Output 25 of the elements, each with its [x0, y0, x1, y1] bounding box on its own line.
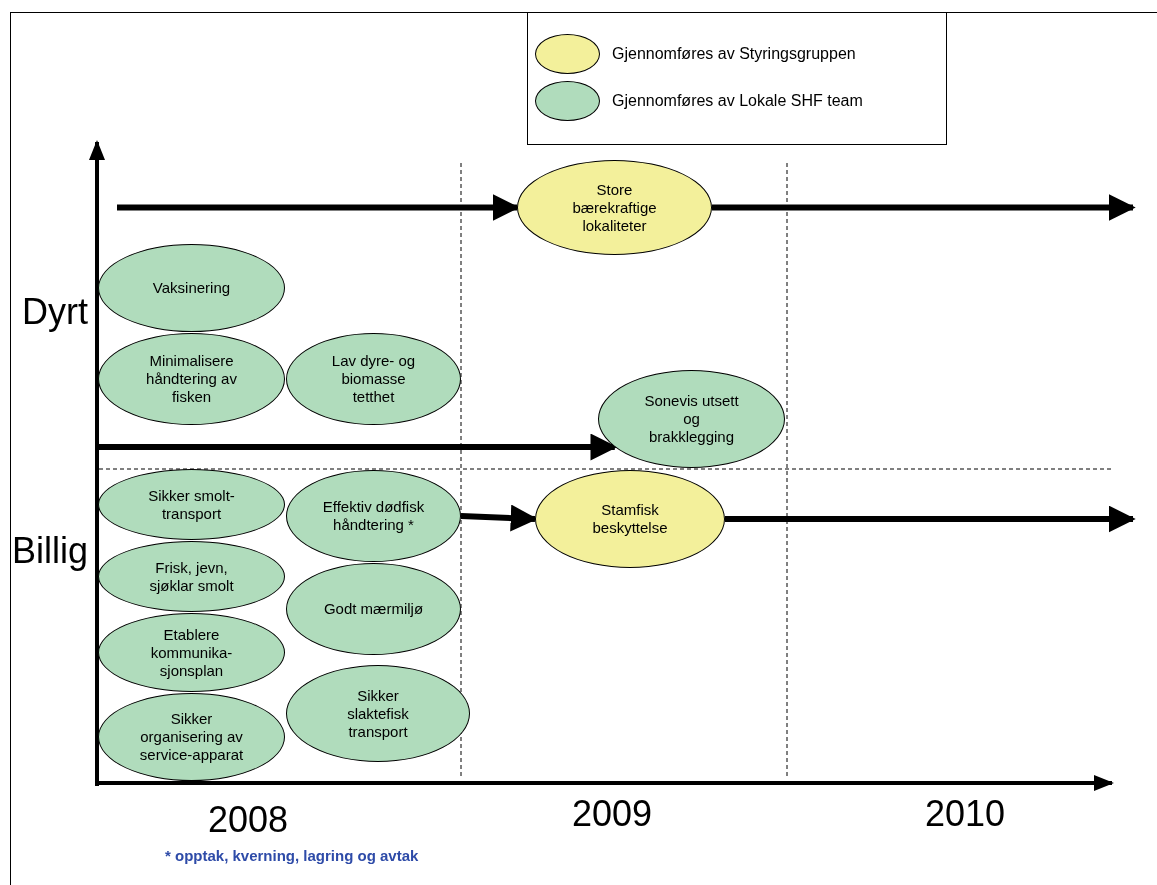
- task-label: Effektiv dødfisk håndtering *: [321, 498, 426, 534]
- arrow: [725, 505, 1136, 533]
- footnote: * opptak, kverning, lagring og avtak: [165, 848, 419, 863]
- task-label: Vaksinering: [152, 279, 231, 297]
- task-label: Sonevis utsett og brakklegging: [643, 392, 740, 446]
- task-label: Frisk, jevn, sjøklar smolt: [148, 558, 235, 595]
- task-label: Sikker organisering av service-apparat: [139, 710, 244, 764]
- task-label: Etablere kommunika-sjonsplan: [149, 625, 234, 680]
- year-label: 2008: [208, 802, 289, 838]
- task-label: Sikker smolt-transport: [147, 486, 236, 523]
- arrow: [712, 194, 1136, 221]
- task-label: Stamfisk beskyttelse: [591, 501, 669, 537]
- task-ellipse: [98, 693, 285, 781]
- axis-label: Billig: [12, 533, 89, 569]
- legend-label: Gjennomføres av Styringsgruppen: [612, 44, 856, 64]
- task-label: Sikker slaktefisk transport: [346, 686, 410, 741]
- axis-label: Dyrt: [22, 294, 88, 330]
- year-label: 2010: [925, 796, 1006, 832]
- task-label: Godt mærmiljø: [323, 600, 424, 618]
- arrow: [99, 433, 618, 461]
- legend-label: Gjennomføres av Lokale SHF team: [612, 91, 863, 111]
- task-label: Minimalisere håndtering av fisken: [145, 352, 238, 406]
- task-label: Store bærekraftige lokaliteter: [571, 180, 658, 235]
- task-label: Lav dyre- og biomasse tetthet: [330, 352, 417, 406]
- year-label: 2009: [572, 796, 653, 832]
